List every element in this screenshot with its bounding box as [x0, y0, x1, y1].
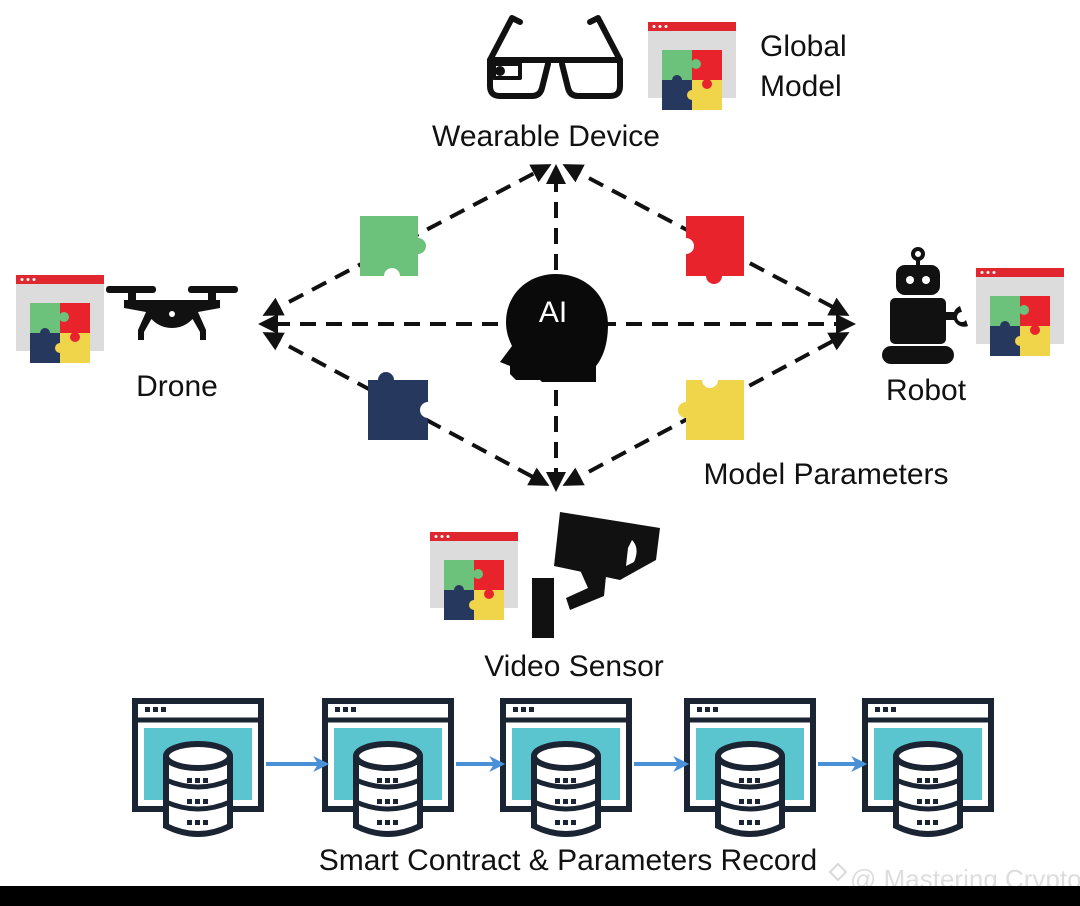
ledger-block-2 — [325, 701, 451, 834]
video-sensor-label: Video Sensor — [484, 650, 664, 683]
ai-label: AI — [539, 296, 567, 329]
sensor-model-window-icon — [430, 532, 518, 620]
drone-icon — [106, 286, 238, 340]
ledger-chain — [135, 701, 991, 834]
security-camera-icon — [532, 512, 660, 638]
drone-model-window-icon — [16, 275, 104, 363]
puzzle-piece-navy-icon — [368, 372, 428, 440]
wearable-device-label: Wearable Device — [432, 120, 660, 153]
connections — [258, 164, 856, 492]
ledger-block-3 — [503, 701, 629, 834]
model-parameters-label: Model Parameters — [703, 458, 948, 491]
global-model-label-line2: Model — [760, 70, 842, 103]
robot-label: Robot — [886, 374, 967, 407]
ledger-block-4 — [687, 701, 813, 834]
ledger-block-5 — [865, 701, 991, 834]
drone-label: Drone — [136, 370, 218, 403]
global-model-window-icon — [648, 22, 736, 110]
robot-model-window-icon — [976, 268, 1064, 356]
watermark-logo-icon — [828, 862, 848, 882]
ledger-block-1 — [135, 701, 261, 834]
global-model-label-line1: Global — [760, 30, 847, 63]
robot-icon — [882, 247, 968, 364]
puzzle-piece-green-icon — [360, 216, 426, 276]
puzzle-piece-red-icon — [686, 216, 744, 284]
ai-head-icon: AI — [500, 274, 608, 382]
puzzle-piece-yellow-icon — [678, 380, 744, 440]
bottom-black-bar — [0, 886, 1080, 906]
ledger-label: Smart Contract & Parameters Record — [319, 844, 818, 877]
smart-glasses-icon — [487, 15, 623, 99]
